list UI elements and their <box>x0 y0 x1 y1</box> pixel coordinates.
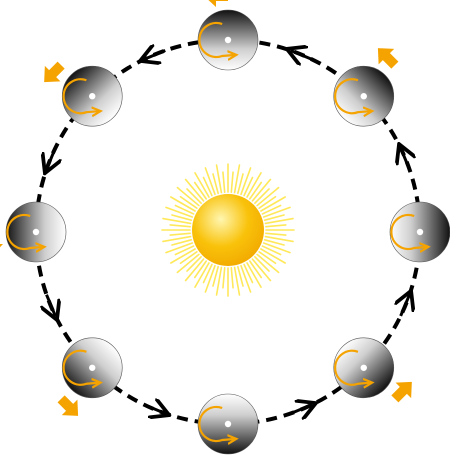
axis-dot <box>361 93 367 99</box>
planet-icon <box>0 202 66 262</box>
sun-ray <box>266 225 286 227</box>
orbit-arrow <box>47 148 56 169</box>
motion-arrow-icon <box>0 232 3 256</box>
axis-dot <box>89 365 95 371</box>
orbit-arrow <box>144 51 165 60</box>
orbit-arrow <box>291 51 312 60</box>
orbit-arrow <box>401 295 410 316</box>
planet-icon <box>390 202 450 262</box>
planet-icon <box>198 0 258 70</box>
motion-arrow-icon <box>370 40 403 73</box>
sun-ray <box>223 268 225 288</box>
axis-dot <box>225 37 231 43</box>
planet-icon <box>53 338 122 424</box>
planet-icon <box>334 40 403 126</box>
sun-ray <box>170 225 190 227</box>
sun-ray <box>223 172 225 192</box>
motion-arrow-icon <box>53 391 86 424</box>
sun-ray <box>231 172 233 192</box>
orbit-arrow <box>47 295 56 316</box>
motion-arrow-icon <box>204 0 228 7</box>
sun-core <box>192 194 264 266</box>
motion-arrow-icon <box>387 374 420 407</box>
orbit-arrow <box>291 405 312 414</box>
sun-ray <box>266 233 286 235</box>
orbit-arrow <box>401 148 410 169</box>
axis-dot <box>417 229 423 235</box>
axis-dot <box>33 229 39 235</box>
motion-arrow-icon <box>36 57 69 90</box>
planet-icon <box>36 57 122 126</box>
planet-icon <box>334 338 420 407</box>
axis-dot <box>225 421 231 427</box>
orbit-arrow <box>144 405 165 414</box>
axis-dot <box>361 365 367 371</box>
sun-ray <box>231 268 233 288</box>
axis-dot <box>89 93 95 99</box>
sun-ray <box>170 233 190 235</box>
planet-icon <box>198 394 258 457</box>
sun-icon <box>162 164 294 296</box>
